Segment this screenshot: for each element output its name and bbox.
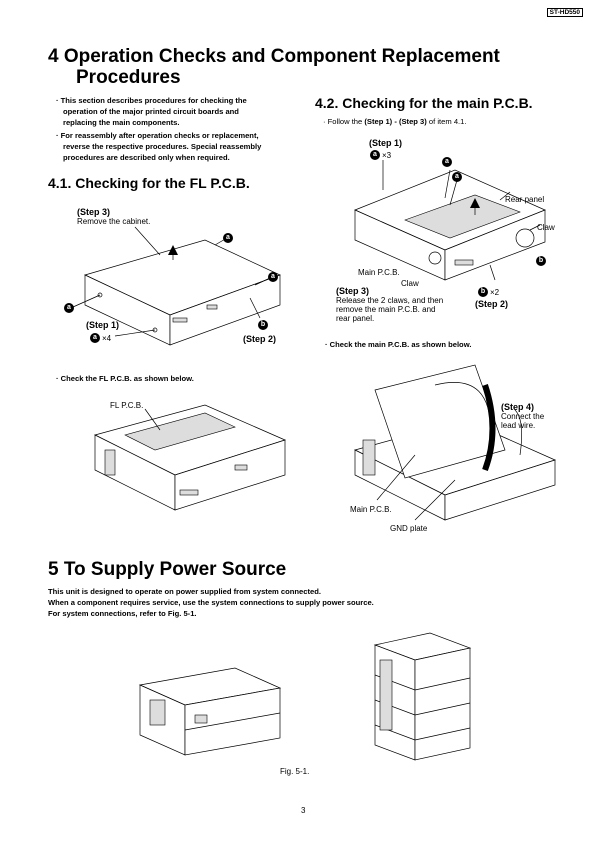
model-number: ST-HD550 (546, 8, 583, 17)
claw-bottom-label: Claw (401, 279, 419, 288)
bullet-1: · This section describes procedures for … (56, 96, 247, 127)
page-number: 3 (301, 806, 306, 815)
rear-panel-label: Rear panel (505, 195, 545, 204)
bullet-2: · For reassembly after operation checks … (56, 131, 262, 162)
callout-a-x3: a (370, 150, 380, 160)
gnd-plate-label: GND plate (390, 524, 428, 533)
callout-a-left: a (64, 303, 74, 313)
check-main-pcb-text: · Check the main P.C.B. as shown below. (325, 340, 472, 349)
section-5-title: 5 To Supply Power Source (48, 559, 287, 580)
section-4-1-title: 4.1. Checking for the FL P.C.B. (48, 175, 250, 191)
s42-step4-label: (Step 4) (501, 402, 535, 412)
s42-step2-label: (Step 2) (475, 299, 509, 309)
callout-a-right: a (268, 272, 278, 282)
main-pcb-open-figure (354, 364, 556, 521)
x4-label: ×4 (102, 334, 112, 343)
fl-pcb-chassis-figure (94, 404, 286, 511)
fl-pcb-label: FL P.C.B. (110, 401, 144, 410)
claw-right-label: Claw (537, 223, 555, 232)
system-connection-figure-right (373, 632, 472, 761)
section-4-title: 4 Operation Checks and Component Replace… (48, 46, 500, 67)
figure-5-1-caption: Fig. 5-1. (280, 767, 310, 776)
s41-step1-label: (Step 1) (86, 320, 120, 330)
callout-b-x2: b (478, 287, 488, 297)
connect-lead-text: Connect the lead wire. (501, 412, 545, 430)
s42-step3-label: (Step 3) (336, 286, 370, 296)
callout-b-s42: b (536, 256, 546, 266)
section-4-title-line2: Procedures (76, 67, 181, 88)
callout-b: b (258, 320, 268, 330)
s41-step2-label: (Step 2) (243, 334, 277, 344)
section-4-2-title: 4.2. Checking for the main P.C.B. (315, 95, 533, 111)
callout-a-s42-1: a (442, 157, 452, 167)
x2-label: ×2 (490, 288, 500, 297)
s41-step3-label: (Step 3) (77, 207, 111, 217)
callout-a-x4: a (90, 333, 100, 343)
s42-step1-label: (Step 1) (369, 138, 403, 148)
main-pcb-label-2: Main P.C.B. (350, 505, 392, 514)
callout-a-top: a (223, 233, 233, 243)
main-pcb-label: Main P.C.B. (358, 268, 400, 277)
x3-label: ×3 (382, 151, 392, 160)
section-5-text: This unit is designed to operate on powe… (48, 587, 374, 618)
callout-a-s42-2: a (452, 172, 462, 182)
follow-steps-text: · Follow the (Step 1) - (Step 3) of item… (323, 117, 467, 126)
fl-pcb-cabinet-figure (72, 226, 281, 346)
system-connection-figure-left (138, 667, 282, 756)
check-fl-pcb-text: · Check the FL P.C.B. as shown below. (56, 374, 194, 383)
main-pcb-chassis-figure (354, 160, 546, 281)
remove-cabinet-label: Remove the cabinet. (77, 217, 151, 226)
release-claws-text: Release the 2 claws, and then remove the… (336, 296, 444, 323)
